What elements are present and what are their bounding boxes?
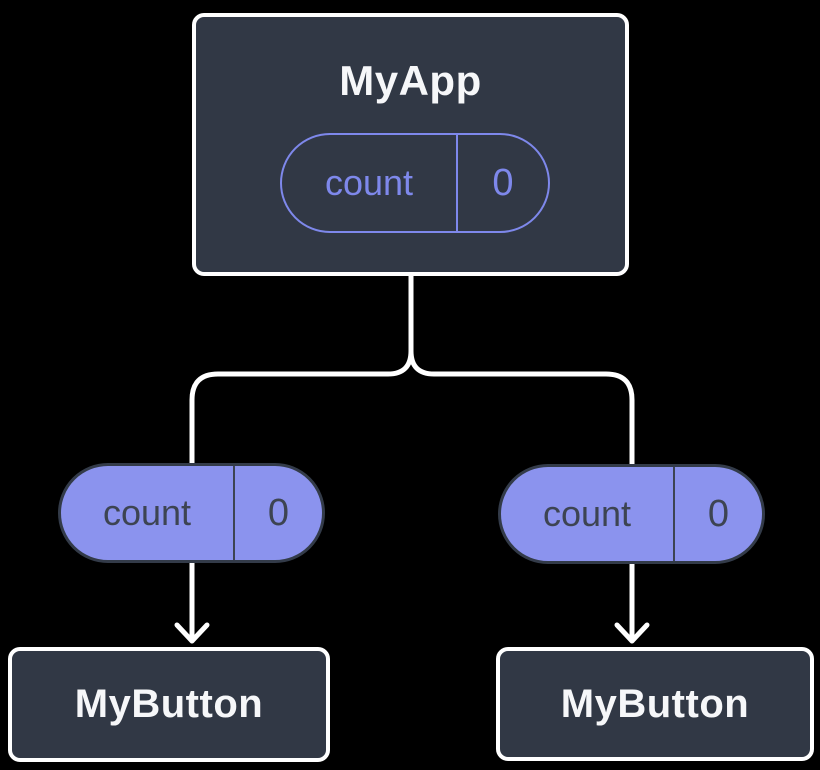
node-mybutton-right: MyButton <box>496 647 814 761</box>
right-arrow-down-icon <box>614 622 650 644</box>
state-pill-value: 0 <box>492 161 514 204</box>
state-pill-myapp: count 0 <box>280 133 550 233</box>
node-myapp: MyApp count 0 <box>192 13 629 276</box>
prop-pill-right-value: 0 <box>707 492 730 535</box>
left-arrow-down-icon <box>174 622 210 644</box>
state-pill-name: count <box>324 162 414 203</box>
node-mybutton-left: MyButton <box>8 647 330 762</box>
prop-pill-right-name: count <box>542 493 632 534</box>
node-myapp-label: MyApp <box>339 57 482 104</box>
prop-pill-left: count 0 <box>58 463 325 563</box>
left-branch-line <box>189 350 414 639</box>
prop-pill-left-value: 0 <box>267 491 290 534</box>
prop-pill-right-divider <box>673 467 675 561</box>
right-branch-line <box>408 350 635 639</box>
node-mybutton-right-label: MyButton <box>560 681 750 726</box>
node-mybutton-left-label: MyButton <box>74 682 264 726</box>
prop-pill-left-name: count <box>102 492 192 533</box>
state-pill-divider <box>456 135 458 231</box>
prop-pill-right: count 0 <box>498 464 765 564</box>
prop-pill-left-divider <box>233 466 235 560</box>
